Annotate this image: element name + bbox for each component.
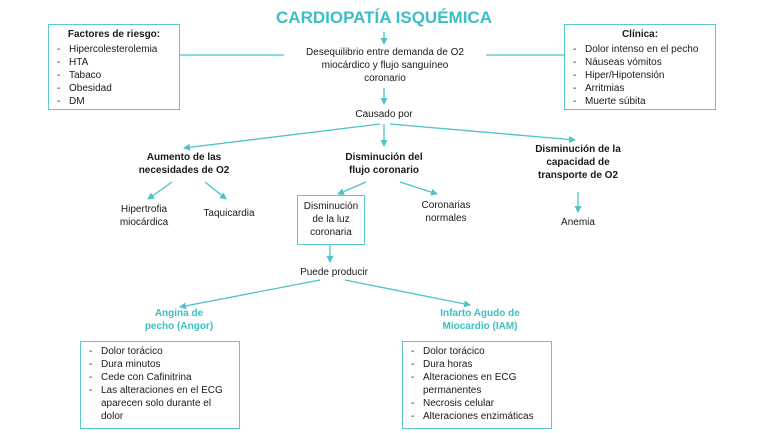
- list-item: DM: [55, 95, 173, 108]
- list-item: Dolor torácico: [87, 345, 233, 358]
- cause-increase-demand: Aumento de las necesidades de O2: [138, 152, 230, 176]
- risk-factors-list: Hipercolesterolemia HTA Tabaco Obesidad …: [55, 43, 173, 108]
- clinic-header: Clínica:: [621, 29, 659, 40]
- list-item: Dura minutos: [87, 358, 233, 371]
- angina-title: Angina de pecho (Angor): [144, 308, 214, 332]
- list-item: Las alteraciones en el ECG aparecen solo…: [87, 384, 233, 423]
- list-item: Necrosis celular: [409, 397, 545, 410]
- can-produce-label: Puede producir: [300, 267, 368, 278]
- angina-list: Dolor torácico Dura minutos Cede con Caf…: [87, 345, 233, 423]
- arrow-increase-hypertrophy: [147, 181, 173, 200]
- arrow-flow-normal: [399, 181, 438, 196]
- list-item: HTA: [55, 56, 173, 69]
- definition-text: Desequilibrio entre demanda de O2 miocár…: [306, 47, 464, 84]
- caused-by-label: Causado por: [355, 109, 413, 120]
- list-item: Alteraciones en ECG permanentes: [409, 371, 545, 397]
- clinic-box: Clínica: Dolor intenso en el pecho Náuse…: [564, 24, 716, 110]
- list-item: Alteraciones enzimáticas: [409, 410, 545, 423]
- list-item: Dolor intenso en el pecho: [571, 43, 709, 56]
- lumen-reduction-box: Disminución de la luz coronaria: [297, 195, 365, 245]
- hypertrophy-label: Hipertrofia miocárdica: [119, 204, 169, 228]
- clinic-list: Dolor intenso en el pecho Náuseas vómito…: [571, 43, 709, 108]
- list-item: Hipercolesterolemia: [55, 43, 173, 56]
- list-item: Dolor torácico: [409, 345, 545, 358]
- list-item: Obesidad: [55, 82, 173, 95]
- infarct-title: Infarto Agudo de Miocardio (IAM): [440, 308, 520, 332]
- angina-box: Dolor torácico Dura minutos Cede con Caf…: [80, 341, 240, 429]
- arrow-caused-capacity: [389, 123, 576, 143]
- normal-coronaries-label: Coronarias normales: [421, 200, 471, 224]
- arrow-produce-angina: [179, 279, 321, 310]
- arrow-flow-lumen: [337, 181, 367, 195]
- list-item: Cede con Cafinitrina: [87, 371, 233, 384]
- cause-reduced-capacity: Disminución de la capacidad de transport…: [535, 144, 621, 181]
- anemia-label: Anemia: [561, 217, 595, 228]
- infarct-list: Dolor torácico Dura horas Alteraciones e…: [409, 345, 545, 423]
- list-item: Náuseas vómitos: [571, 56, 709, 69]
- list-item: Muerte súbita: [571, 95, 709, 108]
- list-item: Arritmias: [571, 82, 709, 95]
- risk-factors-box: Factores de riesgo: Hipercolesterolemia …: [48, 24, 180, 110]
- arrow-produce-infarct: [344, 279, 471, 308]
- list-item: Hiper/Hipotensión: [571, 69, 709, 82]
- arrow-increase-tachycardia: [204, 181, 227, 200]
- page-title: CARDIOPATÍA ISQUÉMICA: [276, 8, 492, 27]
- arrow-caused-increase: [183, 123, 381, 151]
- cause-reduced-flow: Disminución del flujo coronario: [345, 152, 423, 176]
- list-item: Tabaco: [55, 69, 173, 82]
- infarct-box: Dolor torácico Dura horas Alteraciones e…: [402, 341, 552, 429]
- risk-factors-header: Factores de riesgo:: [67, 29, 161, 40]
- tachycardia-label: Taquicardia: [203, 208, 255, 219]
- list-item: Dura horas: [409, 358, 545, 371]
